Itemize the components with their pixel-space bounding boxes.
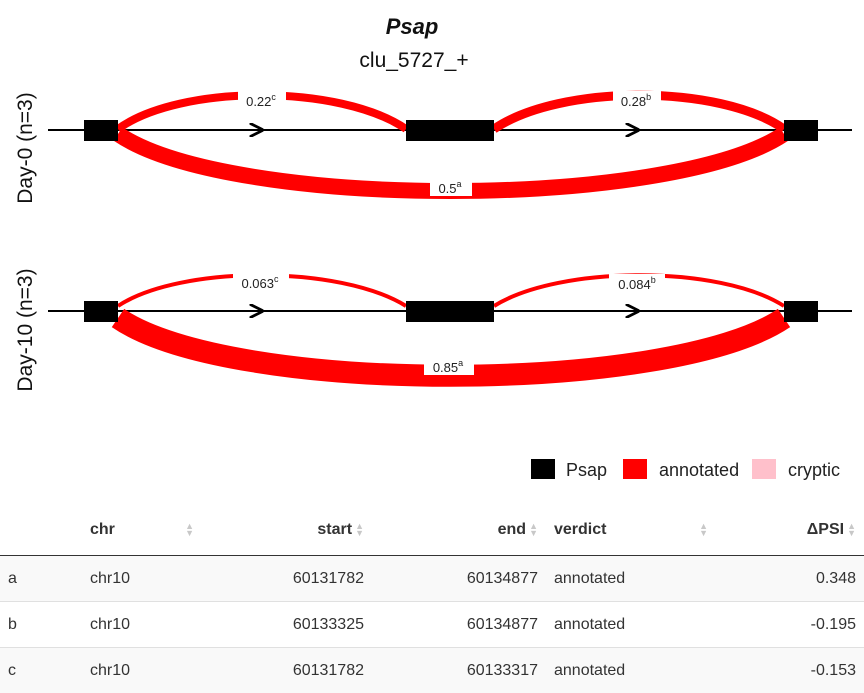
cell-dpsi: -0.195 (716, 602, 864, 648)
table-row[interactable]: b chr10 60133325 60134877 annotated -0.1… (0, 602, 864, 648)
column-header-label: end (498, 521, 526, 538)
sort-icon[interactable]: ▲▼ (699, 523, 708, 537)
legend-swatch-cryptic (752, 459, 776, 479)
facet-day-10: Day-10 (n=3) 0.063c 0.084b 0.85a (14, 268, 852, 391)
cell-end: 60134877 (372, 556, 546, 602)
legend-swatch-psap (531, 459, 555, 479)
facet-label: Day-0 (n=3) (14, 92, 37, 203)
cell-end: 60134877 (372, 602, 546, 648)
junction-table: chr▲▼ start▲▼ end▲▼ verdict▲▼ ΔPSI▲▼ a c… (0, 505, 864, 693)
column-header-label: verdict (554, 521, 606, 538)
cell-id: a (0, 556, 82, 602)
facet-label: Day-10 (n=3) (14, 268, 37, 391)
sort-icon[interactable]: ▲▼ (847, 523, 856, 537)
exon-block (784, 120, 818, 141)
facet-day-0: Day-0 (n=3) 0.22c 0.28b 0.5a (14, 91, 852, 204)
column-header-start[interactable]: start▲▼ (202, 505, 372, 556)
exon-block (84, 301, 118, 322)
cell-start: 60133325 (202, 602, 372, 648)
table-row[interactable]: a chr10 60131782 60134877 annotated 0.34… (0, 556, 864, 602)
plot-title: Psap (386, 14, 439, 39)
legend: Psap annotated cryptic (531, 459, 840, 480)
cell-chr: chr10 (82, 556, 202, 602)
exon-block (406, 301, 494, 322)
column-header-label: ΔPSI (807, 521, 844, 538)
legend-label: annotated (659, 460, 739, 480)
plot-subtitle: clu_5727_+ (359, 49, 468, 72)
splicing-plot: Psap clu_5727_+ Day-0 (n=3) 0.22c 0.28b … (0, 0, 864, 505)
exon-block (84, 120, 118, 141)
cell-start: 60131782 (202, 556, 372, 602)
column-header-label: chr (90, 521, 115, 538)
table-header-row: chr▲▼ start▲▼ end▲▼ verdict▲▼ ΔPSI▲▼ (0, 505, 864, 556)
cell-dpsi: -0.153 (716, 648, 864, 693)
exon-block (784, 301, 818, 322)
column-header-dpsi[interactable]: ΔPSI▲▼ (716, 505, 864, 556)
legend-label: cryptic (788, 460, 840, 480)
cell-id: c (0, 648, 82, 693)
sort-icon[interactable]: ▲▼ (355, 523, 364, 537)
cell-chr: chr10 (82, 602, 202, 648)
column-header-verdict[interactable]: verdict ▲▼ (546, 505, 716, 556)
cell-chr: chr10 (82, 648, 202, 693)
legend-label: Psap (566, 460, 607, 480)
cell-id: b (0, 602, 82, 648)
exon-block (406, 120, 494, 141)
legend-swatch-annotated (623, 459, 647, 479)
junction-label: 0.063c (241, 274, 279, 291)
column-header-id (0, 505, 82, 556)
cell-verdict: annotated (546, 556, 716, 602)
cell-verdict: annotated (546, 648, 716, 693)
sort-icon[interactable]: ▲▼ (529, 523, 538, 537)
cell-dpsi: 0.348 (716, 556, 864, 602)
sort-icon[interactable]: ▲▼ (185, 523, 194, 537)
junction-label: 0.084b (618, 275, 656, 292)
column-header-label: start (317, 521, 352, 538)
cell-end: 60133317 (372, 648, 546, 693)
cell-verdict: annotated (546, 602, 716, 648)
table-row[interactable]: c chr10 60131782 60133317 annotated -0.1… (0, 648, 864, 693)
column-header-chr[interactable]: chr ▲▼ (82, 505, 202, 556)
column-header-end[interactable]: end▲▼ (372, 505, 546, 556)
cell-start: 60131782 (202, 648, 372, 693)
